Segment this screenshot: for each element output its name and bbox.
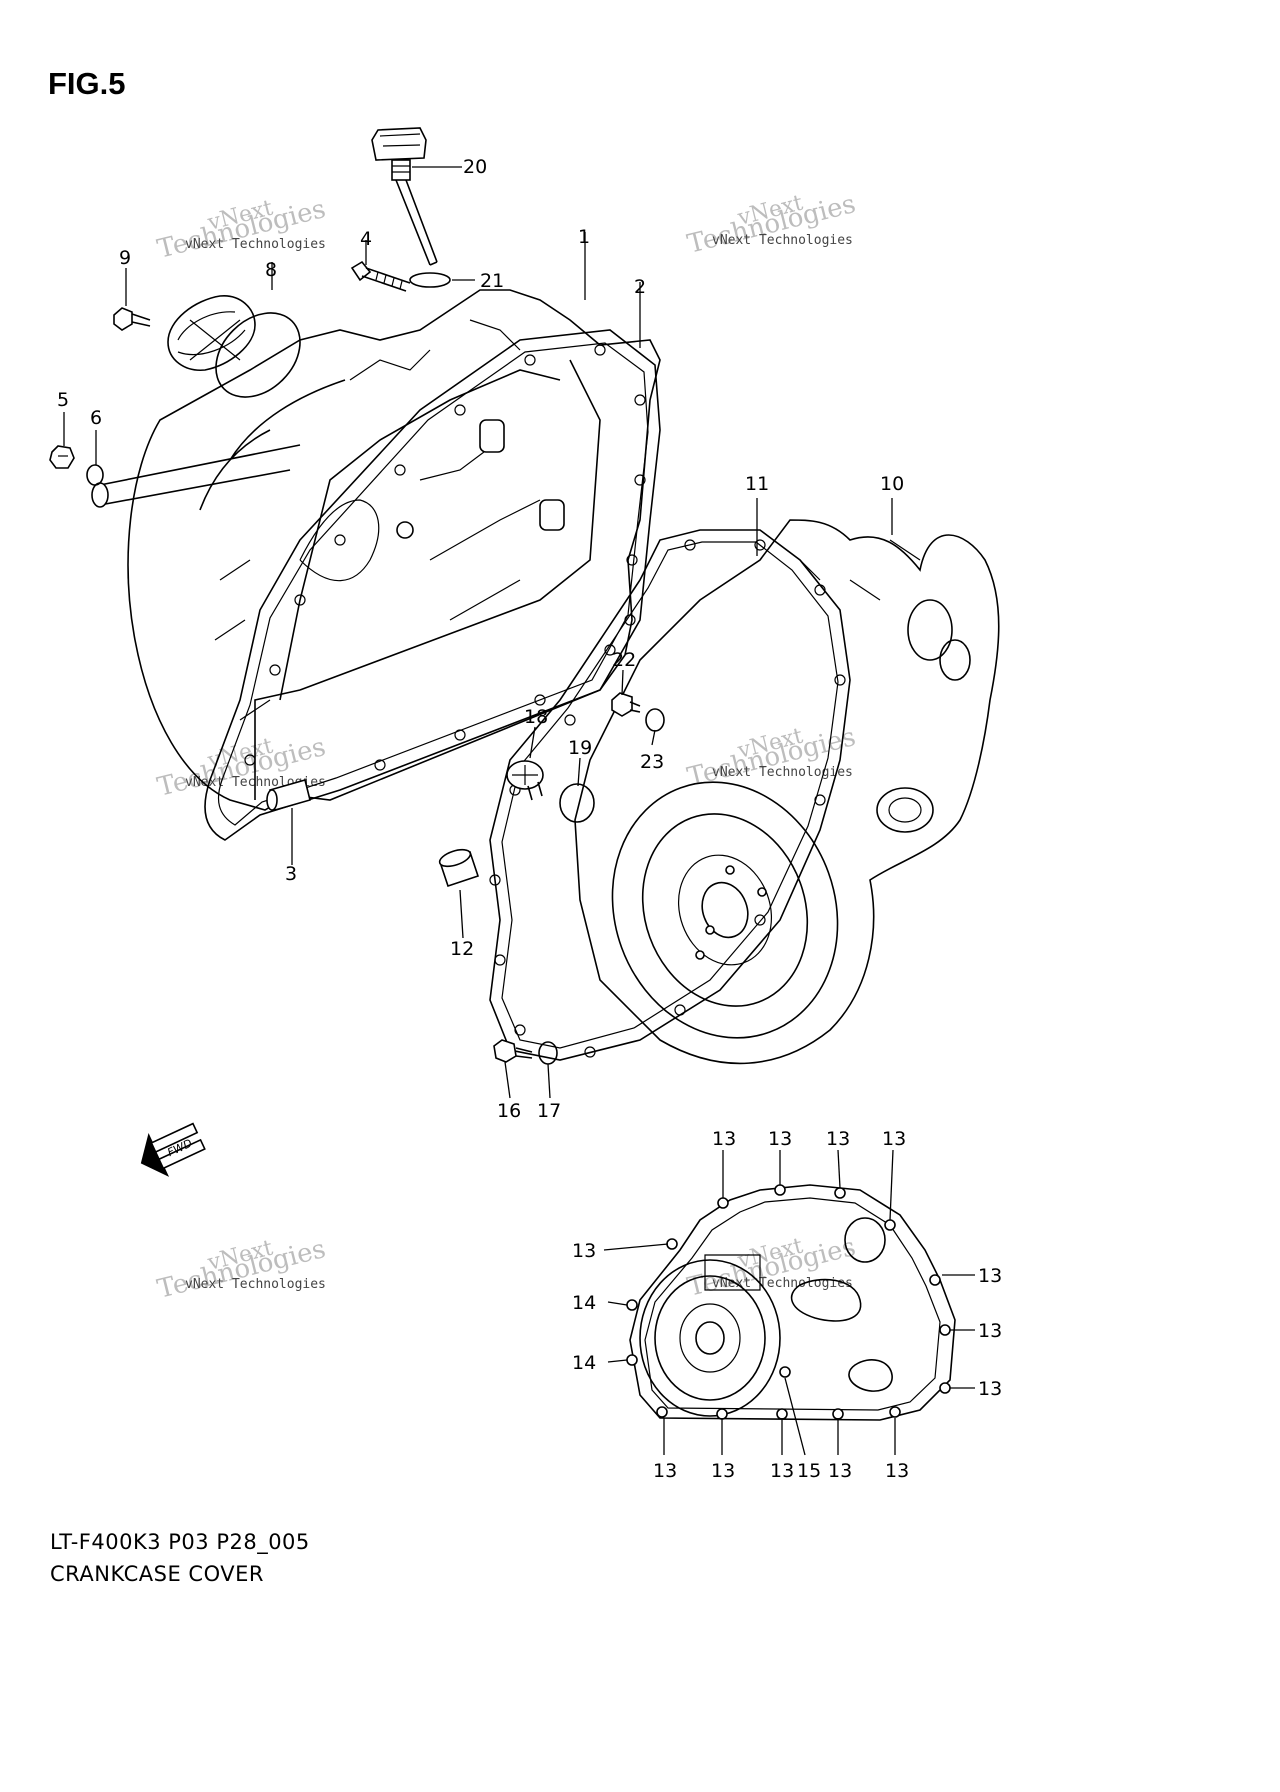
callout-6: 6 bbox=[90, 407, 102, 429]
callout-16: 16 bbox=[497, 1100, 521, 1122]
plug-16-part bbox=[493, 1039, 533, 1063]
callout-23: 23 bbox=[640, 751, 664, 773]
assembled-cover-view bbox=[626, 1184, 956, 1421]
cap-cover-8-part bbox=[167, 295, 301, 398]
callout-20: 20 bbox=[463, 156, 487, 178]
callout-13-h: 13 bbox=[978, 1378, 1002, 1400]
callout-14-a: 14 bbox=[572, 1292, 596, 1314]
callout-5: 5 bbox=[57, 389, 69, 411]
plug-5-part bbox=[49, 445, 75, 469]
callout-13-f: 13 bbox=[978, 1265, 1002, 1287]
watermark-2: vNext Technologies vNext Technologies bbox=[684, 189, 858, 260]
o-ring-19-part bbox=[559, 783, 595, 823]
svg-text:vNext Technologies: vNext Technologies bbox=[712, 233, 853, 248]
gasket-6-part bbox=[86, 464, 104, 486]
callout-22: 22 bbox=[612, 649, 636, 671]
callout-4: 4 bbox=[360, 228, 372, 250]
callout-9: 9 bbox=[119, 247, 131, 269]
callout-15: 15 bbox=[797, 1460, 821, 1482]
drawing-code: LT-F400K3 P03 P28_005 bbox=[50, 1530, 310, 1554]
watermark-5: vNext Technologies vNext Technologies bbox=[154, 1234, 328, 1305]
svg-text:vNext Technologies: vNext Technologies bbox=[712, 1276, 853, 1291]
callout-13-g: 13 bbox=[978, 1320, 1002, 1342]
callout-21: 21 bbox=[480, 270, 504, 292]
svg-text:vNext Technologies: vNext Technologies bbox=[185, 1277, 326, 1292]
cap-18-part bbox=[506, 760, 544, 801]
callout-18: 18 bbox=[524, 706, 548, 728]
callout-8: 8 bbox=[265, 259, 277, 281]
svg-text:vNext Technologies: vNext Technologies bbox=[185, 237, 326, 252]
gasket-part bbox=[204, 329, 661, 841]
bolt-9-part bbox=[113, 307, 151, 331]
leader-lines bbox=[63, 166, 975, 1456]
dowel-pin-12-part bbox=[438, 848, 480, 888]
crankcase-cover-right-part bbox=[574, 519, 1000, 1065]
callout-13-j: 13 bbox=[711, 1460, 735, 1482]
callout-13-b: 13 bbox=[768, 1128, 792, 1150]
crankcase-cover-left-part bbox=[91, 289, 661, 811]
callout-labels: 20 21 1 2 4 9 8 5 6 3 11 10 22 23 18 19 … bbox=[57, 156, 1002, 1482]
callout-14-b: 14 bbox=[572, 1352, 596, 1374]
drawing-caption: CRANKCASE COVER bbox=[50, 1562, 264, 1586]
bolt-22-part bbox=[611, 692, 641, 717]
figure-title: FIG.5 bbox=[48, 66, 126, 101]
callout-13-l: 13 bbox=[828, 1460, 852, 1482]
callout-13-e: 13 bbox=[572, 1240, 596, 1262]
callout-11: 11 bbox=[745, 473, 769, 495]
callout-13-k: 13 bbox=[770, 1460, 794, 1482]
watermark-6: vNext Technologies vNext Technologies bbox=[684, 1232, 858, 1303]
callout-17: 17 bbox=[537, 1100, 561, 1122]
watermark-1: vNext Technologies vNext Technologies bbox=[154, 194, 328, 265]
callout-13-c: 13 bbox=[826, 1128, 850, 1150]
callout-13-i: 13 bbox=[653, 1460, 677, 1482]
gasket-23-part bbox=[645, 708, 665, 732]
callout-12: 12 bbox=[450, 938, 474, 960]
callout-13-a: 13 bbox=[712, 1128, 736, 1150]
oil-filler-cap-part bbox=[371, 127, 438, 266]
forward-arrow-icon: FWD bbox=[140, 1122, 206, 1177]
callout-13-m: 13 bbox=[885, 1460, 909, 1482]
svg-text:vNext Technologies: vNext Technologies bbox=[712, 765, 853, 780]
o-ring-part bbox=[409, 272, 451, 288]
bolt-4-part bbox=[350, 260, 411, 292]
callout-2: 2 bbox=[634, 276, 646, 298]
callout-13-d: 13 bbox=[882, 1128, 906, 1150]
callout-3: 3 bbox=[285, 863, 297, 885]
callout-1: 1 bbox=[578, 226, 590, 248]
dowel-pin-part bbox=[266, 779, 311, 811]
callout-19: 19 bbox=[568, 737, 592, 759]
gasket-11-part bbox=[489, 529, 851, 1061]
callout-10: 10 bbox=[880, 473, 904, 495]
